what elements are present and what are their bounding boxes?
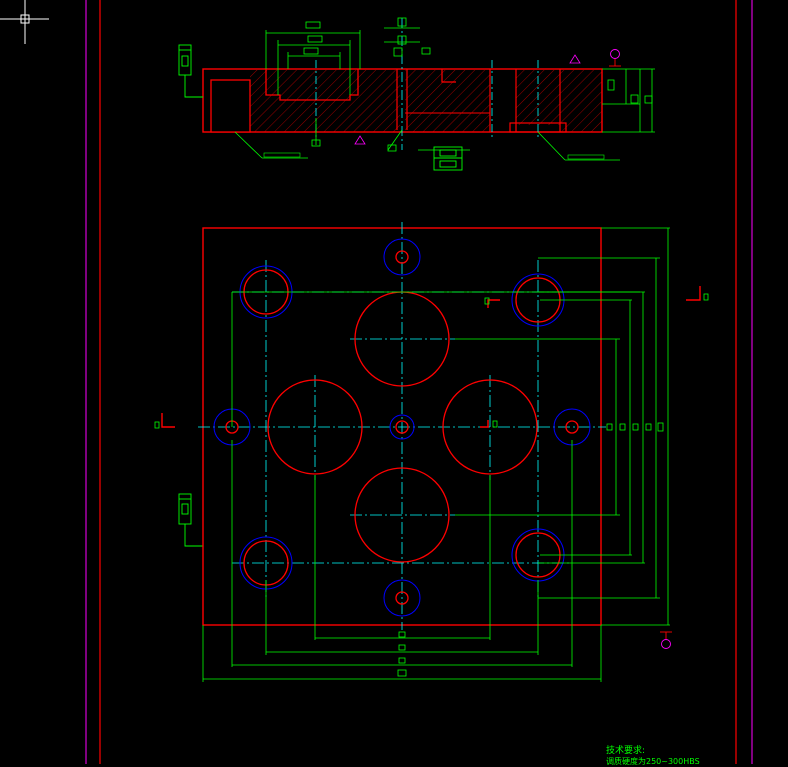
tolerance-frame-icon: [433, 146, 463, 171]
drawing-frame: [85, 0, 753, 764]
notes-line-1: 调质硬度为250~300HBS: [606, 757, 700, 766]
surface-roughness-icon: [178, 44, 203, 547]
notes-title: 技术要求:: [606, 746, 646, 756]
dimension-text-leader: [263, 152, 605, 160]
crosshair-cursor-icon[interactable]: [0, 0, 49, 44]
magenta-markers: [354, 54, 581, 145]
section-cut-markers: [161, 286, 701, 428]
section-view: [202, 18, 603, 150]
large-bores: [267, 291, 538, 563]
plan-dimensions: [202, 227, 670, 682]
section-dimensions: [234, 17, 655, 161]
datum-symbol-icon: [609, 49, 672, 649]
